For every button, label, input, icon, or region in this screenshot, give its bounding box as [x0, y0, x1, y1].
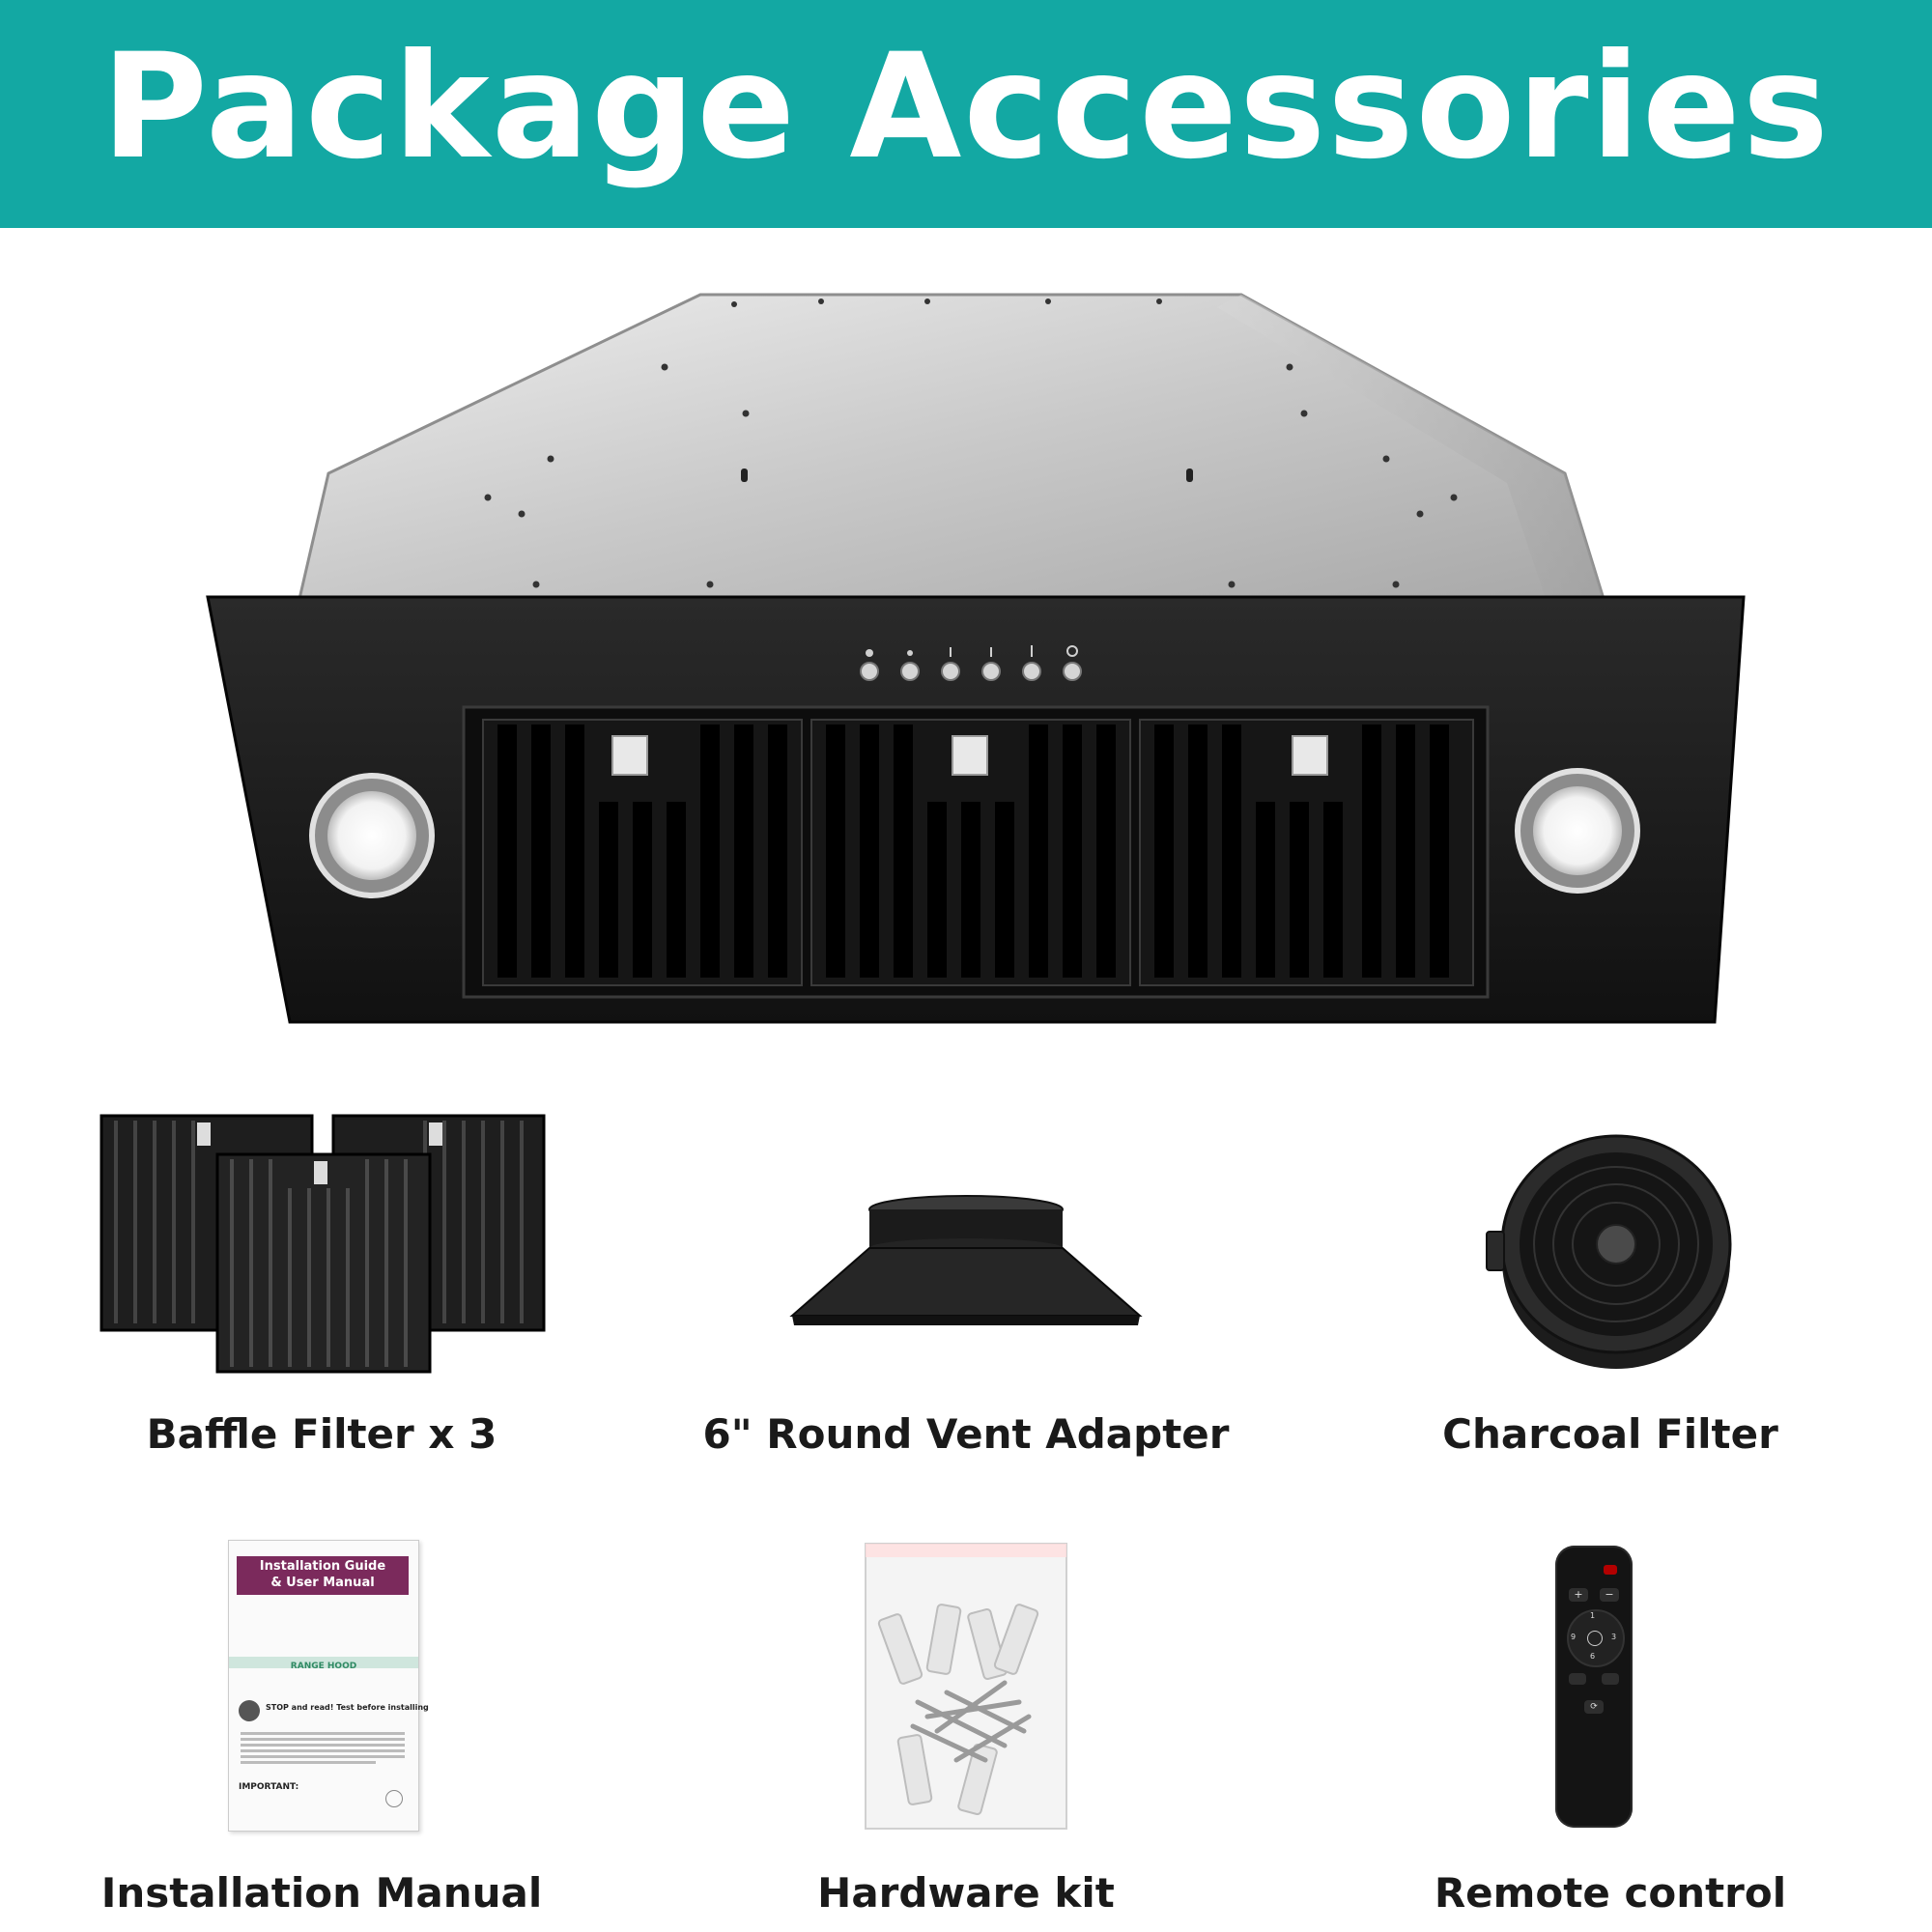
timer-icon[interactable] [1587, 1630, 1603, 1646]
manual-header-line1: Installation Guide [259, 1558, 386, 1574]
plus-button[interactable]: + [1569, 1587, 1588, 1602]
baffle-filter-image [97, 1111, 551, 1377]
light-button[interactable] [1569, 1672, 1586, 1685]
accessory-label: Charcoal Filter [1442, 1410, 1778, 1458]
speed-3-button[interactable]: 3 [1611, 1632, 1617, 1641]
speed-6-button[interactable]: 6 [1590, 1651, 1596, 1661]
hardware-kit-image [860, 1538, 1072, 1833]
accessory-label: Installation Manual [100, 1869, 543, 1917]
remote-control-image: + − 1 9 3 6 ⟳ [1550, 1544, 1637, 1829]
manual-stop-note: STOP and read! Test before installing [266, 1702, 429, 1712]
header-banner: Package Accessories [0, 0, 1932, 228]
manual-header: Installation Guide & User Manual [237, 1555, 409, 1595]
charcoal-filter-image [1483, 1121, 1734, 1377]
certification-mark-icon [385, 1789, 403, 1807]
installation-manual-image: Installation Guide & User Manual RANGE H… [227, 1538, 429, 1833]
speed-9-button[interactable]: 9 [1571, 1632, 1577, 1641]
vent-adapter-image [782, 1188, 1150, 1333]
minus-button[interactable]: − [1600, 1587, 1619, 1602]
accessory-label: Hardware kit [817, 1869, 1115, 1917]
page-title: Package Accessories [100, 23, 1832, 191]
accessory-label: 6" Round Vent Adapter [702, 1410, 1230, 1458]
power-button[interactable] [1604, 1564, 1617, 1575]
fan-button[interactable] [1602, 1672, 1619, 1685]
accessory-label: Baffle Filter x 3 [146, 1410, 497, 1458]
stop-icon [239, 1699, 260, 1721]
accessory-label: Remote control [1434, 1869, 1787, 1917]
range-hood-image [193, 280, 1758, 1034]
manual-section: RANGE HOOD [290, 1661, 357, 1671]
cycle-button[interactable]: ⟳ [1584, 1699, 1604, 1714]
manual-header-line2: & User Manual [270, 1575, 375, 1590]
speed-1-button[interactable]: 1 [1590, 1610, 1596, 1620]
manual-important: IMPORTANT: [239, 1781, 299, 1792]
